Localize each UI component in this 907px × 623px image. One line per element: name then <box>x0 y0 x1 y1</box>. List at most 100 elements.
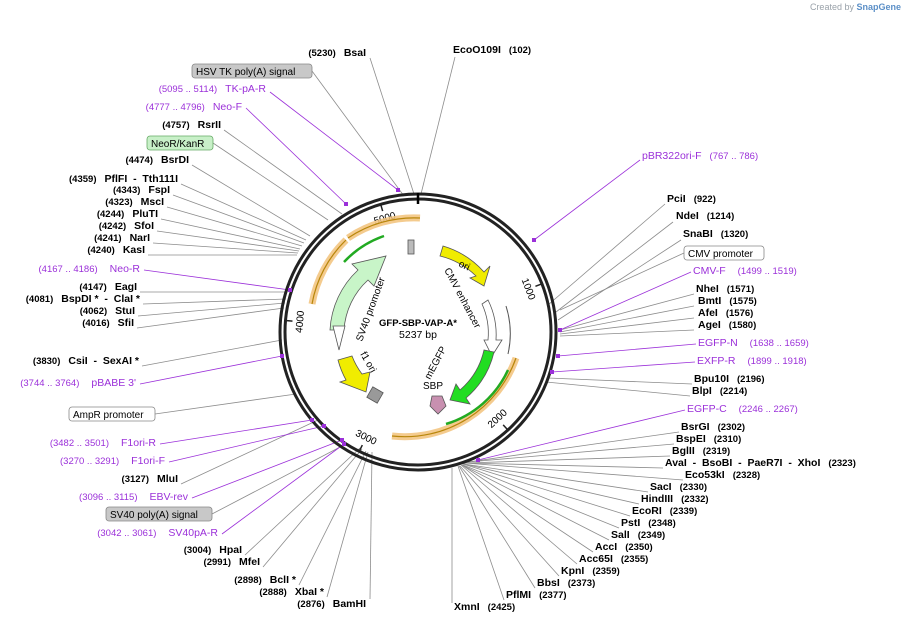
feature-box: NeoR/KanR <box>146 135 214 151</box>
leader-line <box>221 443 345 535</box>
site-label: NheI(1571) <box>696 283 754 295</box>
leader-line <box>223 129 343 215</box>
scale-tick <box>379 204 384 212</box>
leader-line <box>463 463 649 493</box>
site-label: AvaI - BsoBI - PaeR7I - XhoI(2323) <box>665 457 856 469</box>
ori-label: ori <box>457 259 472 274</box>
leader-line <box>180 419 319 485</box>
scale-tick <box>502 424 509 431</box>
leader-line <box>551 361 696 373</box>
leader-line <box>143 269 291 291</box>
scale-tick <box>358 444 363 452</box>
primer-label: (3096 .. 3115)EBV-rev <box>79 491 189 503</box>
leader-line <box>465 462 664 469</box>
site-label: EcoO109I(102) <box>453 44 531 56</box>
hsv-tk-marker <box>407 239 415 255</box>
open-arrow-left <box>332 325 346 351</box>
site-label: (4474)BsrDI <box>126 154 190 166</box>
site-label: KpnI(2359) <box>561 565 620 577</box>
cmv-enhancer-feature: CMV enhancer <box>441 266 503 357</box>
scale-tick-label: 2000 <box>486 407 510 430</box>
site-label: (4241)NarI <box>94 232 150 244</box>
orf-left-line <box>311 239 347 305</box>
primer-label: (3042 .. 3061)SV40pA-R <box>97 527 218 539</box>
primer-label: (3482 .. 3501)F1ori-R <box>50 437 157 449</box>
primer-tick <box>476 458 480 462</box>
feature-box-label: CMV promoter <box>688 249 754 260</box>
site-label: XmnI(2425) <box>454 601 515 613</box>
site-label: Eco53kI(2328) <box>685 469 760 481</box>
leader-line <box>461 464 594 553</box>
scale-tick <box>285 319 293 322</box>
leader-line <box>459 465 560 577</box>
credit-prefix: Created by <box>809 2 854 12</box>
leader-line <box>139 355 283 385</box>
leader-line <box>555 221 674 313</box>
site-label: BmtI(1575) <box>698 295 757 307</box>
leader-line <box>141 339 283 367</box>
leader-line <box>467 443 675 463</box>
leader-line <box>156 230 300 252</box>
primer-tick <box>280 354 284 358</box>
site-label: SacI(2330) <box>650 481 707 493</box>
feature-box: AmpR promoter <box>68 406 156 422</box>
f1-ori-feature: f1 ori <box>337 350 378 393</box>
leader-line <box>369 451 373 600</box>
scale-tick-label: 3000 <box>353 428 378 448</box>
primer-tick <box>550 370 554 374</box>
site-label: (4062)StuI <box>80 305 135 317</box>
leader-line <box>212 142 329 221</box>
primer-label: EGFP-C(2246 .. 2267) <box>687 403 798 415</box>
leader-line <box>559 293 695 331</box>
leader-line <box>533 159 641 241</box>
gfp-green-arc <box>445 369 510 426</box>
leader-lines <box>136 56 697 603</box>
leader-line <box>420 56 456 195</box>
site-label: (4343)FspI <box>113 184 170 196</box>
right-primer-labels: pBR322ori-F(767 .. 786) CMV-F(1499 .. 15… <box>642 150 809 415</box>
leader-line <box>168 425 325 463</box>
feature-box: SV40 poly(A) signal <box>105 506 213 522</box>
primer-label: EGFP-N(1638 .. 1659) <box>698 337 809 349</box>
leader-line <box>463 463 640 505</box>
site-label: (2876)BamHI <box>297 598 366 610</box>
leader-line <box>559 329 695 337</box>
leader-line <box>262 448 363 568</box>
site-label: (4016)SfiI <box>82 317 134 329</box>
leader-line <box>180 183 307 241</box>
leader-line <box>191 164 311 237</box>
scale-tick <box>535 283 543 288</box>
site-label: BspEI(2310) <box>676 433 741 445</box>
leader-line <box>545 381 691 397</box>
site-label: (5230)BsaI <box>308 47 366 59</box>
leader-line <box>559 317 695 335</box>
site-label: AgeI(1580) <box>698 319 756 331</box>
site-label: (4359)PflFI - Tth111I <box>69 173 178 185</box>
leader-line <box>159 419 313 445</box>
orf-top-line <box>347 217 421 239</box>
primer-label: (5095 .. 5114)TK-pA-R <box>159 83 267 95</box>
leader-line <box>559 252 685 311</box>
primer-label: (3270 .. 3291)F1ori-F <box>60 455 165 467</box>
megfp-label: mEGFP <box>423 345 450 382</box>
primer-ticks <box>280 188 562 462</box>
site-label: (4757)RsrII <box>162 119 221 131</box>
site-label: (3127)MluI <box>122 473 179 485</box>
primer-tick <box>344 202 348 206</box>
feature-box: CMV promoter <box>683 245 765 261</box>
sbp-feature: SBP <box>423 381 447 415</box>
site-label: (3830)CsiI - SexAI * <box>33 355 140 367</box>
leader-line <box>160 218 301 250</box>
site-label: HindIII(2332) <box>641 493 709 505</box>
primer-tick <box>342 442 346 446</box>
site-label: (4147)EagI <box>79 281 137 293</box>
leader-line <box>166 206 303 247</box>
site-label: BlpI(2214) <box>692 385 747 397</box>
site-label: SnaBI(1320) <box>683 228 748 240</box>
leader-line <box>211 445 343 515</box>
leader-line <box>477 409 686 461</box>
site-label: PciI(922) <box>667 193 716 205</box>
primer-label: (4167 .. 4186)Neo-R <box>39 263 141 275</box>
cmv-promoter-arc <box>505 305 511 355</box>
